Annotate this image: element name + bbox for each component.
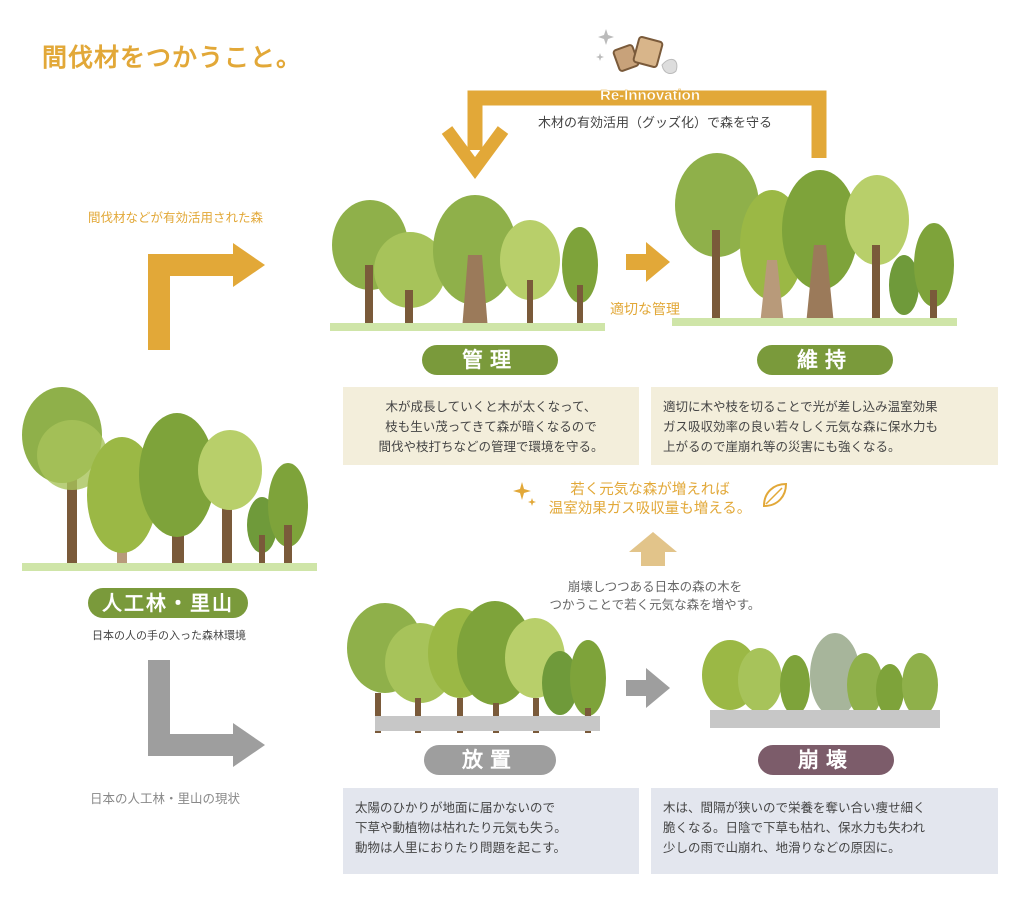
leaf-icon (762, 482, 788, 508)
center-message-line: 若く元気な森が増えれば (570, 482, 730, 498)
collapse-line: 脆くなる。日陰で下草も枯れ、保水力も失われ (663, 820, 926, 835)
up-arrow (629, 532, 677, 566)
wood-goods-icon (596, 29, 678, 74)
maintenance-line: 上がるので崖崩れ等の災害にも強くなる。 (663, 439, 901, 454)
neglect-line: 下草や動植物は枯れたり元気も失う。 (355, 820, 567, 835)
neglect-line: 動物は人里におりたり問題を起こす。 (355, 840, 567, 855)
decline-message-line: つかうことで若く元気な森を増やす。 (549, 597, 761, 612)
management-line: 間伐や枝打ちなどの管理で環境を守る。 (378, 439, 604, 454)
collapse-line: 木は、間隔が狭いので栄養を奪い合い痩せ細く (663, 800, 926, 815)
maintenance-label: 維持 (757, 345, 893, 375)
maintenance-line: ガス吸収効率の良い若々しく元気な森に保水力も (663, 419, 939, 434)
neglect-line: 太陽のひかりが地面に届かないので (355, 800, 556, 815)
satoyama-forest-illustration (22, 387, 317, 571)
down-right-arrow (148, 660, 265, 767)
collapse-description: 木は、間隔が狭いので栄養を奪い合い痩せ細く 脆くなる。日陰で下草も枯れ、保水力も… (651, 788, 998, 874)
page-title: 間伐材をつかうこと。 (42, 43, 303, 72)
decline-message-line: 崩壊しつつある日本の森の木を (567, 579, 743, 594)
neglect-label: 放置 (424, 745, 556, 775)
maintained-forest-illustration (672, 153, 957, 326)
center-message-line: 温室効果ガス吸収量も増える。 (548, 501, 752, 517)
right-arrow-proper-management (626, 242, 670, 282)
maintenance-description: 適切に木や枝を切ることで光が差し込み温室効果 ガス吸収効率の良い若々しく元気な森… (651, 387, 998, 465)
maintenance-line: 適切に木や枝を切ることで光が差し込み温室効果 (663, 399, 938, 414)
management-description: 木が成長していくと木が太くなって、 枝も生い茂ってきて森が暗くなるので 間伐や枝… (343, 387, 639, 465)
center-message: 若く元気な森が増えれば 温室効果ガス吸収量も増える。 (520, 481, 780, 519)
satoyama-label: 人工林・里山 (88, 588, 248, 618)
managed-forest-illustration (330, 195, 605, 331)
collapse-line: 少しの雨で山崩れ、地滑りなどの原因に。 (663, 840, 901, 855)
management-line: 枝も生い茂ってきて森が暗くなるので (385, 419, 597, 434)
bottom-left-caption: 日本の人工林・里山の現状 (90, 791, 241, 806)
neglect-description: 太陽のひかりが地面に届かないので 下草や動植物は枯れたり元気も失う。 動物は人里… (343, 788, 639, 874)
up-right-arrow (148, 243, 265, 350)
right-arrow-gray (626, 668, 670, 708)
management-label: 管理 (422, 345, 558, 375)
collapsed-forest-illustration (702, 633, 940, 728)
reinnovation-label: Re-Innovation (600, 87, 700, 104)
sparkle-icon (513, 482, 536, 506)
satoyama-caption: 日本の人の手の入った森林環境 (92, 629, 246, 642)
reinnovation-caption: 木材の有効活用（グッズ化）で森を守る (537, 116, 772, 131)
collapse-label: 崩壊 (758, 745, 894, 775)
top-left-caption: 間伐材などが有効活用された森 (88, 210, 264, 225)
management-line: 木が成長していくと木が太くなって、 (385, 399, 597, 414)
decline-message: 崩壊しつつある日本の森の木を つかうことで若く元気な森を増やす。 (520, 578, 790, 614)
proper-management-label: 適切な管理 (610, 302, 680, 318)
neglected-forest-illustration (347, 601, 606, 733)
